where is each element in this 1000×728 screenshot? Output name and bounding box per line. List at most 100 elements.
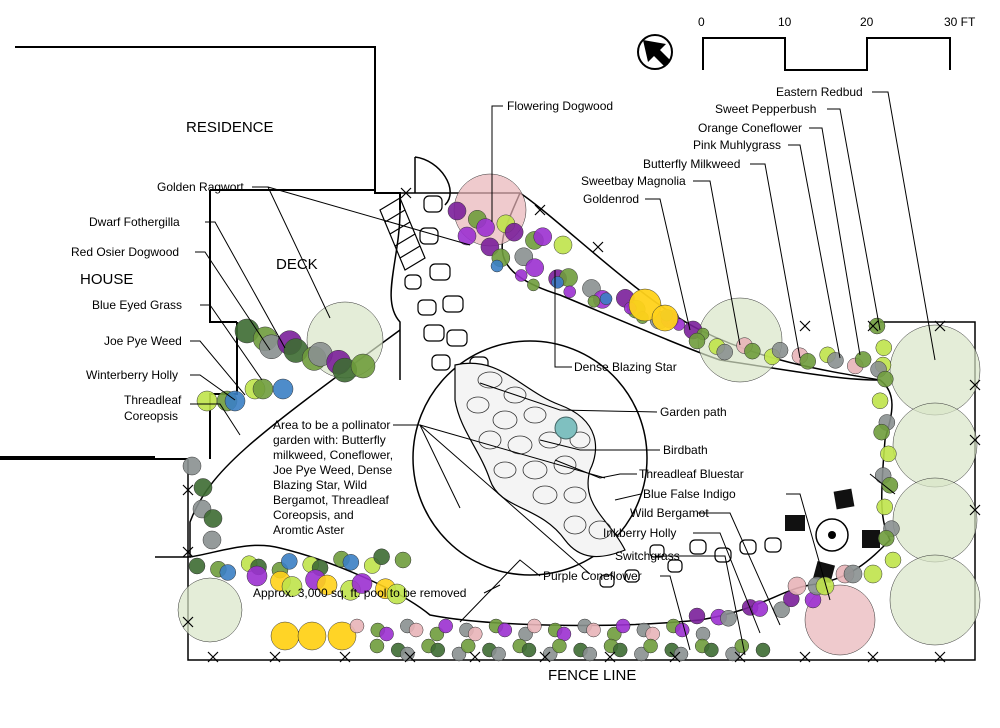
- plant-symbol: [188, 557, 206, 575]
- label-golden-ragwort: Golden Ragwort: [157, 180, 244, 194]
- label-red-osier-dogwood: Red Osier Dogwood: [71, 245, 179, 259]
- plant-symbol: [725, 646, 740, 662]
- fence-post-marker: [182, 484, 194, 496]
- label-garden-path: Garden path: [660, 405, 727, 419]
- plant-symbol: [716, 343, 733, 361]
- plant-symbol: [327, 621, 357, 651]
- plant-symbol: [351, 573, 373, 594]
- fence-post-marker: [604, 651, 616, 663]
- plant-symbol: [587, 295, 601, 308]
- plant-symbol: [552, 638, 567, 654]
- residence-label: RESIDENCE: [186, 119, 274, 136]
- plant-symbol: [553, 235, 573, 255]
- label-eastern-redbud: Eastern Redbud: [776, 85, 863, 99]
- label-flowering-dogwood: Flowering Dogwood: [507, 99, 613, 113]
- plant-symbol: [688, 332, 706, 350]
- plant-symbol: [281, 553, 298, 570]
- tree-canopy: [889, 324, 981, 416]
- fence-post-marker: [404, 651, 416, 663]
- label-switchgrass: Switchgrass: [615, 549, 680, 563]
- label-purple-coneflower: Purple Coneflower: [543, 569, 642, 583]
- plant-symbol: [863, 564, 883, 584]
- fence-post-marker: [207, 651, 219, 663]
- plant-symbol: [551, 276, 564, 289]
- label-threadleaf-bluestar: Threadleaf Bluestar: [639, 467, 744, 481]
- plant-symbol: [868, 317, 886, 335]
- plant-symbol: [771, 341, 789, 359]
- plant-symbol: [787, 576, 807, 596]
- plant-symbol: [219, 564, 237, 581]
- fence-post-marker: [339, 651, 351, 663]
- plant-symbol: [270, 621, 300, 651]
- pollinator-note: Area to be a pollinator garden with: But…: [273, 418, 393, 537]
- plant-symbol: [468, 626, 483, 642]
- fence-post-marker: [469, 651, 481, 663]
- svg-text:Aromtic Aster: Aromtic Aster: [273, 523, 344, 537]
- svg-text:garden with: Butterfly: garden with: Butterfly: [273, 433, 386, 447]
- plant-symbol: [373, 548, 390, 566]
- plant-symbol: [880, 445, 897, 463]
- plant-symbol: [688, 607, 706, 625]
- plant-symbol: [408, 622, 424, 638]
- label-dwarf-fothergilla: Dwarf Fothergilla: [89, 215, 180, 229]
- plant-symbol: [755, 642, 771, 658]
- plant-symbol: [224, 390, 246, 412]
- plant-symbol: [586, 622, 601, 638]
- label-goldenrod: Goldenrod: [583, 192, 639, 206]
- plant-symbol: [525, 258, 544, 277]
- label-joe-pye-weed: Joe Pye Weed: [104, 334, 182, 348]
- svg-text:Bergamot, Threadleaf: Bergamot, Threadleaf: [273, 493, 390, 507]
- plant-symbol: [673, 646, 689, 662]
- plant-symbol: [460, 638, 476, 654]
- plant-symbol: [202, 530, 222, 550]
- plant-symbol: [193, 478, 213, 497]
- label-pink-muhlygrass: Pink Muhlygrass: [693, 138, 781, 152]
- plant-symbol: [674, 622, 690, 638]
- fence-post-marker: [799, 320, 811, 332]
- plant-symbol: [615, 618, 631, 634]
- plant-symbol: [876, 498, 893, 516]
- plant-symbol: [297, 621, 327, 651]
- plant-symbol: [246, 565, 268, 587]
- plant-symbol: [884, 551, 902, 569]
- svg-text:Coreopsis, and: Coreopsis, and: [273, 508, 354, 522]
- tree-canopy: [889, 554, 981, 646]
- label-sweet-pepperbush: Sweet Pepperbush: [715, 102, 816, 116]
- path-flagstones: [466, 371, 612, 540]
- plant-symbol: [350, 353, 376, 379]
- plant-symbol: [451, 646, 467, 662]
- plant-symbol: [521, 642, 537, 658]
- plant-symbol: [871, 392, 889, 410]
- plant-symbol: [342, 554, 360, 571]
- fence-post-marker: [400, 187, 412, 199]
- fence-post-marker: [182, 616, 194, 628]
- plant-symbol: [875, 339, 893, 356]
- plant-symbol: [379, 626, 394, 642]
- scale-tick-20: 20: [860, 15, 874, 29]
- label-threadleaf-coreopsis-1: Threadleaf: [124, 393, 182, 407]
- plant-symbol: [533, 227, 552, 246]
- plantings: [177, 173, 981, 662]
- plant-symbol: [476, 218, 495, 237]
- plant-symbol: [881, 476, 899, 494]
- svg-text:milkweed, Coneflower,: milkweed, Coneflower,: [273, 448, 393, 462]
- plant-symbol: [386, 583, 408, 605]
- plant-symbol: [651, 304, 679, 332]
- tree-canopy: [892, 477, 978, 563]
- plant-symbol: [196, 390, 218, 412]
- plant-symbol: [281, 576, 303, 597]
- plant-symbol: [599, 292, 613, 305]
- plant-symbol: [542, 646, 558, 662]
- label-pool-note: Approx. 3,000 sq. ft. pool to be removed: [253, 586, 466, 600]
- label-blue-eyed-grass: Blue Eyed Grass: [92, 298, 182, 312]
- tree-canopy: [804, 584, 876, 656]
- plant-symbol: [438, 618, 453, 634]
- plant-symbol: [582, 646, 598, 662]
- plant-symbol: [430, 642, 446, 658]
- plant-symbol: [394, 551, 412, 569]
- garden-path-shape: [454, 362, 626, 558]
- plant-symbol: [704, 642, 719, 658]
- plant-symbol: [272, 378, 294, 400]
- fence-markers: [182, 187, 981, 663]
